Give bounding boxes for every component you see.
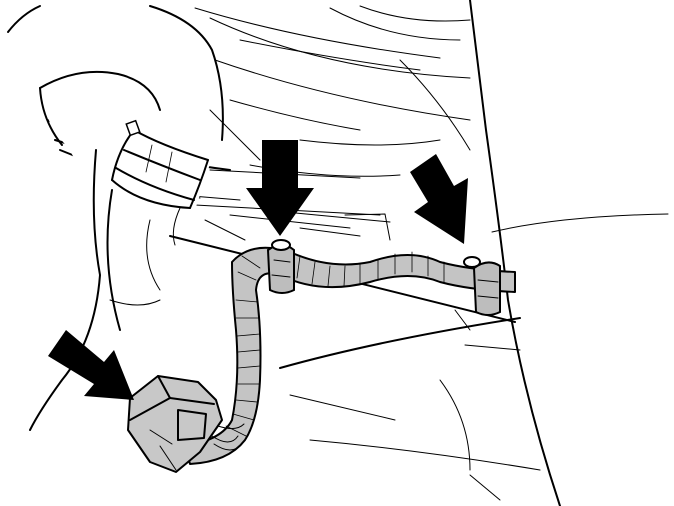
arrow-down-left bbox=[246, 140, 314, 236]
arrow-down-right bbox=[410, 154, 468, 244]
coolant-hose bbox=[29, 5, 224, 431]
arrow-down-icon bbox=[246, 140, 314, 236]
harness-clamp-right bbox=[463, 256, 501, 316]
arrow-diagonal-icon bbox=[410, 154, 468, 244]
arrow-connector bbox=[48, 330, 134, 400]
hose-clamp bbox=[110, 119, 210, 210]
electrical-connector bbox=[127, 375, 245, 473]
harness-clamp-left bbox=[266, 239, 295, 294]
arrow-diagonal-icon bbox=[48, 330, 134, 400]
side-panel bbox=[469, 0, 669, 506]
